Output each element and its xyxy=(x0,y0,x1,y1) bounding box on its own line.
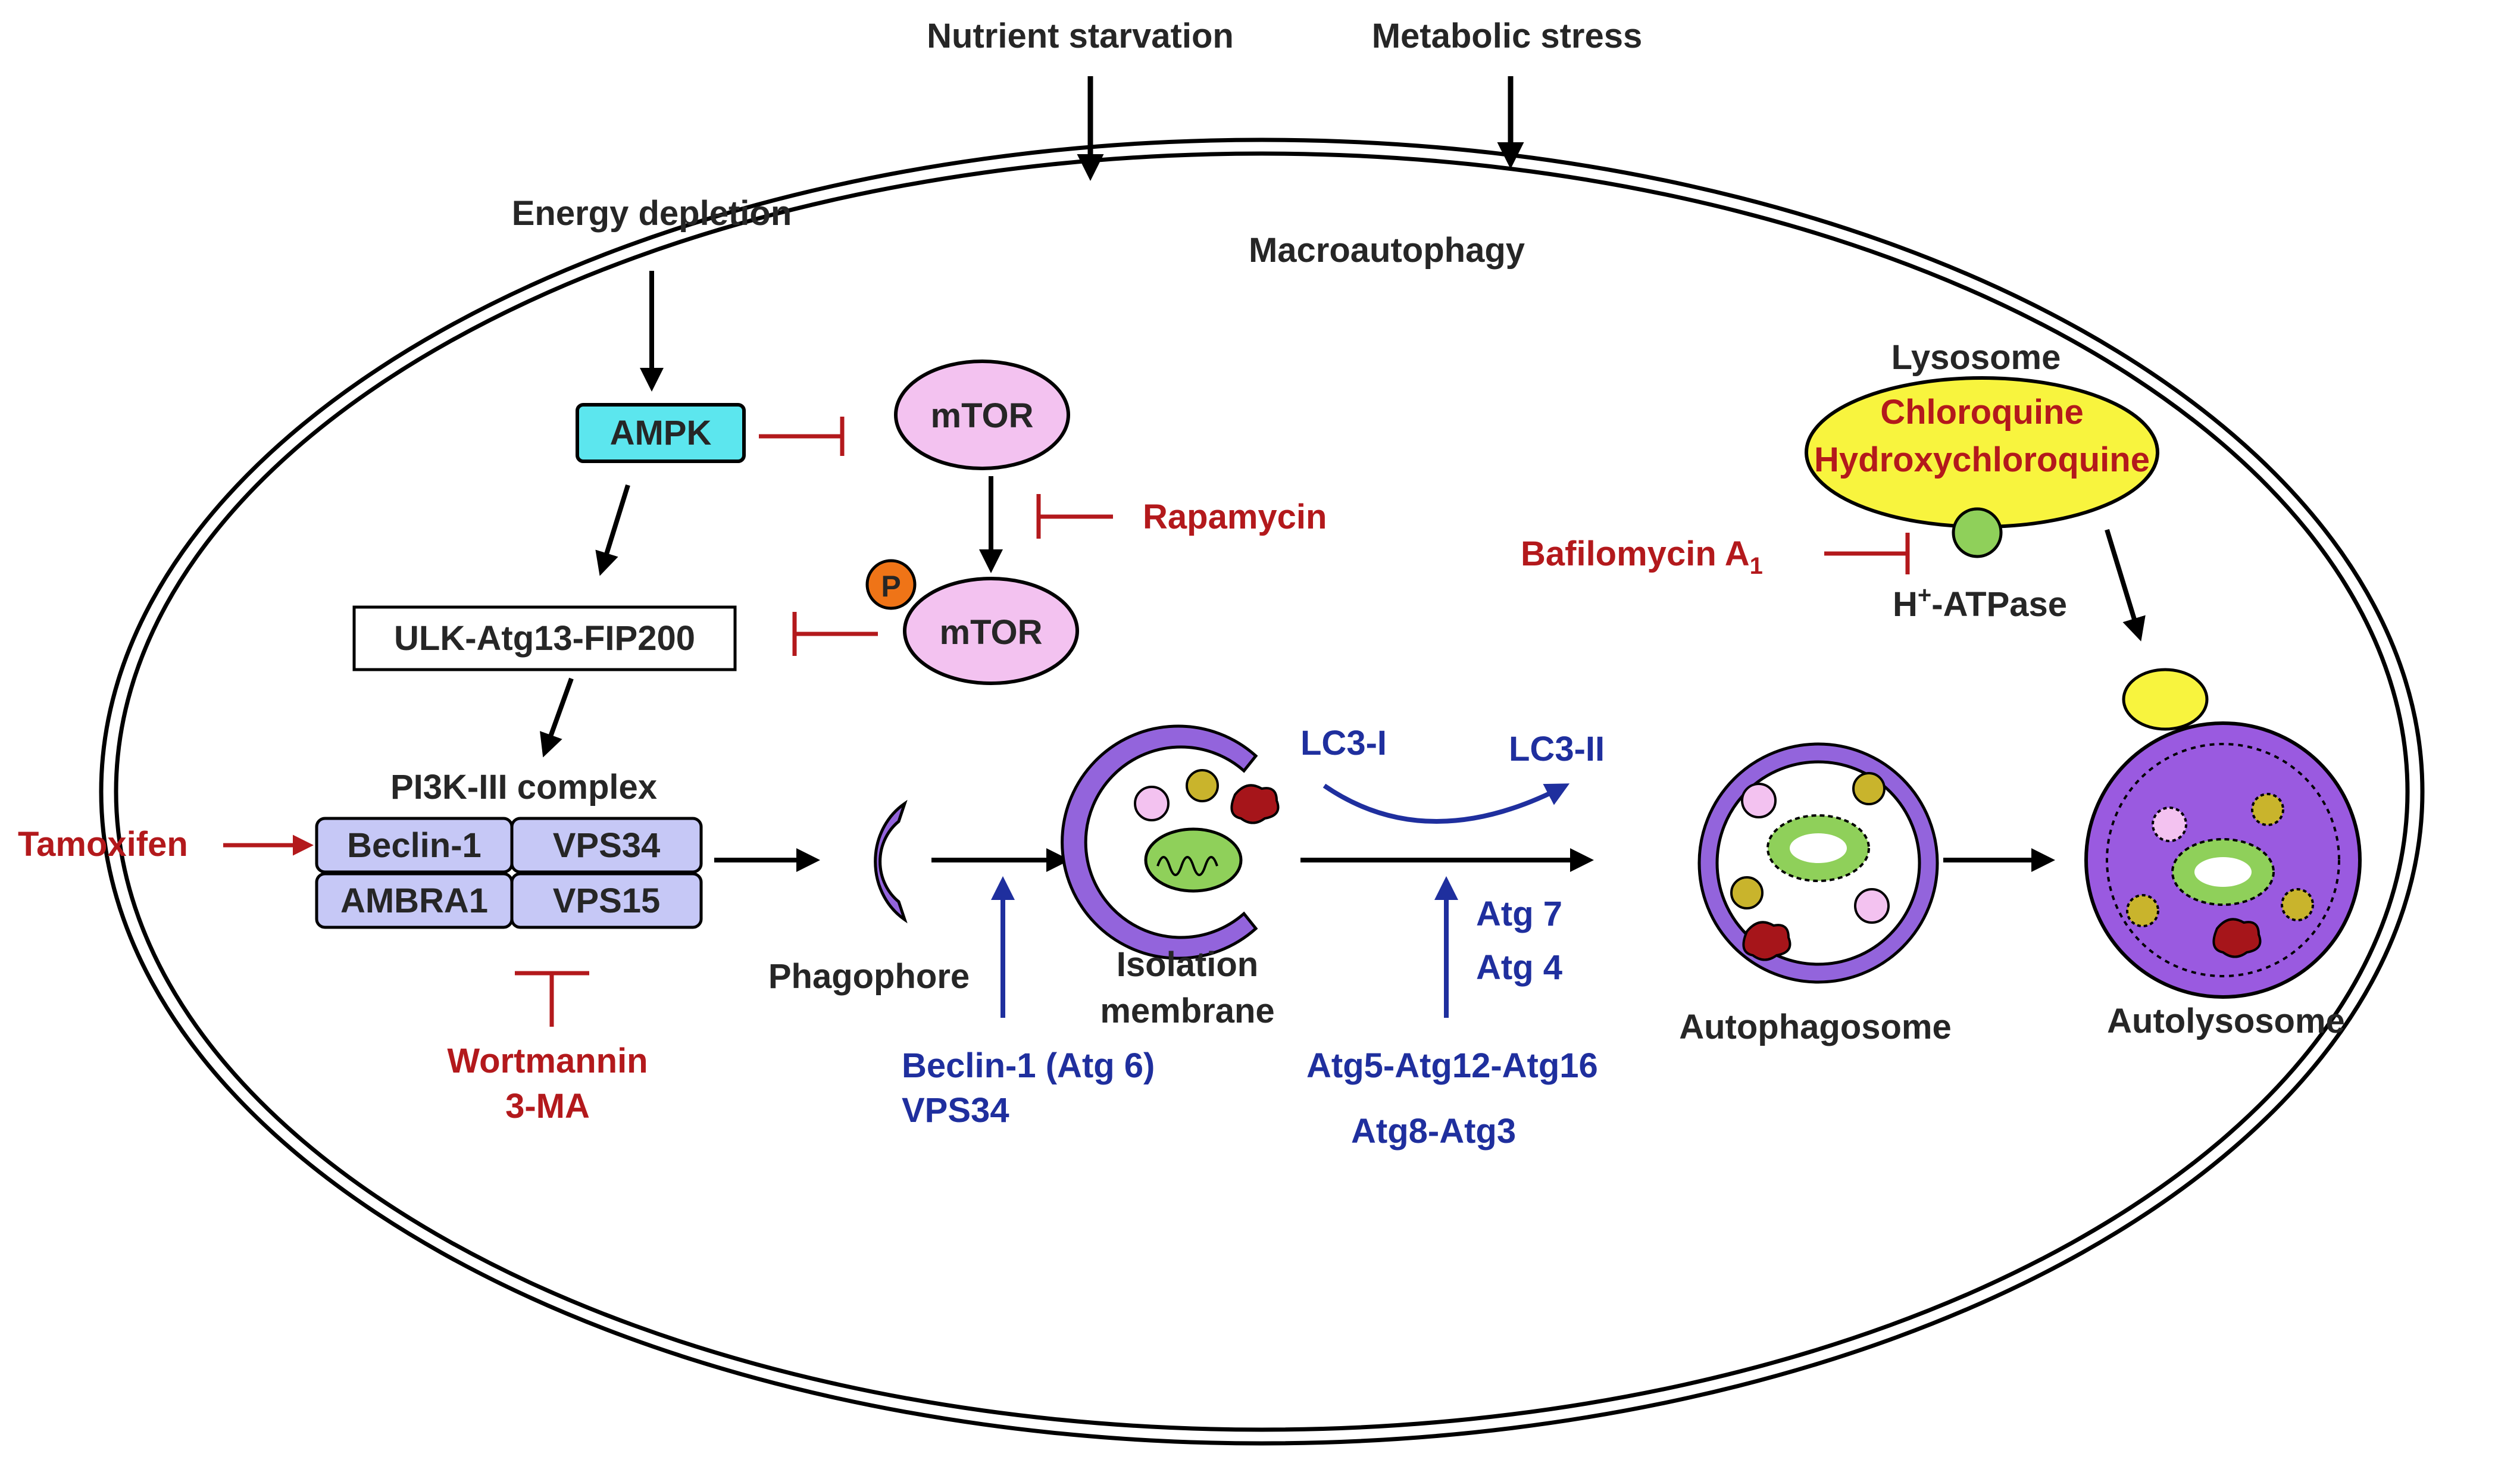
autophagosome-cargo-pink-2 xyxy=(1854,888,1890,924)
vps15-label: VPS15 xyxy=(553,882,661,920)
vps34-label: VPS34 xyxy=(553,826,661,865)
autolysosome-cargo-yellow-1 xyxy=(2251,793,2284,826)
phospho-label: P xyxy=(881,570,901,603)
atpase-label: H+-ATPase xyxy=(1893,582,2067,624)
phagophore-shape xyxy=(874,799,908,924)
isolation-membrane xyxy=(1061,724,1280,960)
isolation-mitochondrion xyxy=(1144,827,1243,893)
ambra1-label: AMBRA1 xyxy=(340,882,488,920)
bafilomycin-label: Bafilomycin A1 xyxy=(1521,534,1763,579)
tamoxifen-label: Tamoxifen xyxy=(18,825,188,864)
autophagosome-cargo-yellow-1 xyxy=(1852,772,1886,805)
atg4-label: Atg 4 xyxy=(1476,948,1562,987)
macroautophagy-title: Macroautophagy xyxy=(1249,231,1525,270)
lc3-ii-label: LC3-II xyxy=(1509,730,1605,768)
ampk-to-ulk-arrow xyxy=(595,484,630,576)
mtor-label: mTOR xyxy=(931,396,1034,435)
autolysosome-label: Autolysosome xyxy=(2107,1002,2345,1040)
ulk-to-pi3k-arrow xyxy=(540,677,574,758)
lysosome-to-autolysosome-arrow xyxy=(2105,529,2146,642)
autophagosome-label: Autophagosome xyxy=(1679,1008,1952,1046)
energy-depletion-label: Energy depletion xyxy=(512,194,792,233)
autophagosome xyxy=(1697,742,1939,984)
atg5-12-16-label: Atg5-Atg12-Atg16 xyxy=(1306,1046,1598,1085)
mtor-p-node xyxy=(903,577,1079,685)
isolation-cargo-yellow xyxy=(1186,769,1219,802)
autophagosome-cargo-pink-1 xyxy=(1741,783,1777,818)
metabolic-stress-label: Metabolic stress xyxy=(1372,17,1643,55)
atg8-3-label: Atg8-Atg3 xyxy=(1351,1112,1516,1151)
autolysosome-cargo-yellow-2 xyxy=(2126,894,2159,927)
vps34-box xyxy=(510,817,703,874)
atg7-label: Atg 7 xyxy=(1476,895,1562,933)
beclin-atg6-label: Beclin-1 (Atg 6) xyxy=(902,1046,1155,1085)
cell-outer-membrane xyxy=(99,137,2425,1446)
three-ma-label: 3-MA xyxy=(505,1087,590,1126)
autolysosome-cargo-yellow-3 xyxy=(2281,888,2314,921)
ulk-complex-box xyxy=(352,605,737,671)
cell-inner-membrane xyxy=(114,151,2410,1432)
lc3-i-label: LC3-I xyxy=(1300,724,1387,762)
ampk-label: AMPK xyxy=(610,414,712,452)
isolation-cargo-pink xyxy=(1134,786,1170,821)
phagophore-label: Phagophore xyxy=(768,957,970,996)
isolation-cargo-red xyxy=(1230,784,1280,824)
autolysosome-lysosome-cap xyxy=(2122,668,2209,731)
lysosome-label: Lysosome xyxy=(1891,338,2061,377)
hydroxychloroquine-label: Hydroxychloroquine xyxy=(1814,440,2150,479)
mtor-p-label: mTOR xyxy=(940,613,1043,652)
wortmannin-label: Wortmannin xyxy=(447,1042,648,1080)
isolation-label-2: membrane xyxy=(1100,992,1274,1030)
autophagosome-cargo-red xyxy=(1742,921,1791,961)
rapamycin-label: Rapamycin xyxy=(1143,498,1327,536)
ampk-box xyxy=(576,403,746,463)
phospho-group xyxy=(865,559,917,610)
pi3k-complex-title: PI3K-III complex xyxy=(390,768,657,807)
autolysosome-cargo-red xyxy=(2212,918,2262,958)
vps34-factor-label: VPS34 xyxy=(902,1091,1009,1130)
chloroquine-label: Chloroquine xyxy=(1880,393,2084,432)
atpase-pump xyxy=(1952,507,2003,558)
lc3-conversion-arrow xyxy=(1322,783,1570,824)
nutrient-starvation-label: Nutrient starvation xyxy=(927,17,1234,55)
autophagosome-cargo-yellow-2 xyxy=(1730,876,1764,909)
mtor-node xyxy=(894,360,1070,470)
vps15-box xyxy=(510,872,703,929)
autolysosome xyxy=(2084,721,2362,999)
ulk-complex-label: ULK-Atg13-FIP200 xyxy=(394,619,695,658)
autolysosome-cargo-pink xyxy=(2152,807,2187,842)
beclin1-label: Beclin-1 xyxy=(347,826,482,865)
isolation-label-1: Isolation xyxy=(1117,945,1258,984)
